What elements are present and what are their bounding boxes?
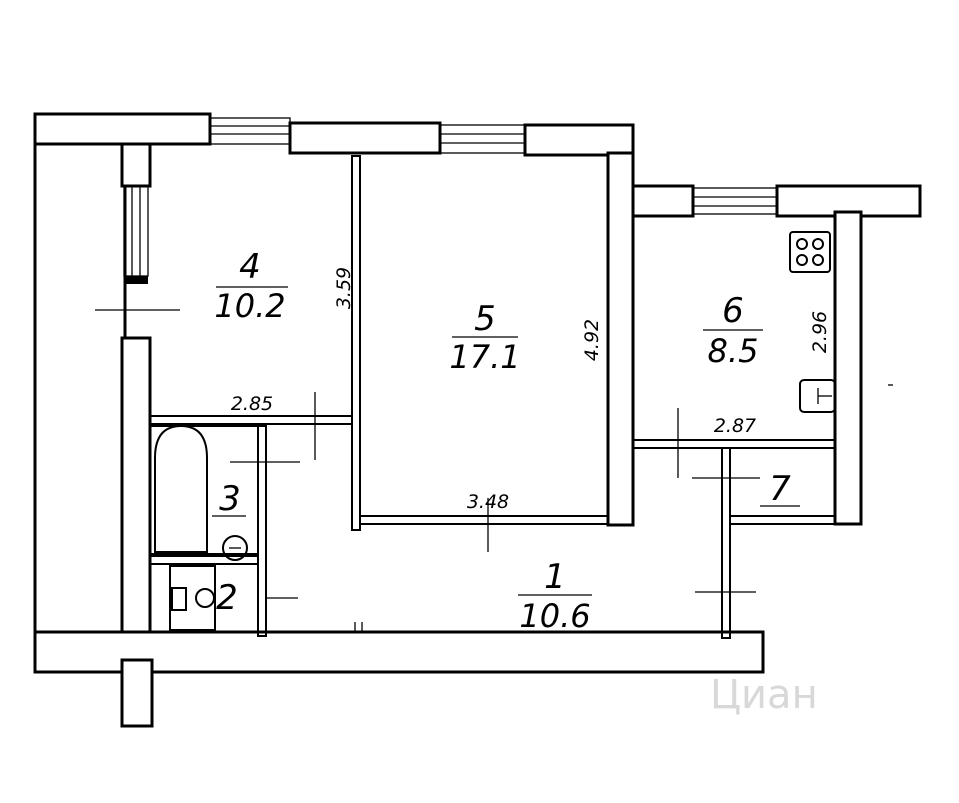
room-label-1: 1 10.6 — [518, 557, 592, 635]
room-number: 4 — [239, 247, 261, 287]
windows — [123, 117, 778, 284]
room-area: 10.6 — [519, 597, 590, 635]
room-label-7: 7 — [760, 469, 800, 509]
room-number: 6 — [722, 291, 744, 331]
interior-walls — [149, 155, 836, 639]
room-number: 1 — [544, 557, 566, 597]
watermark-text: Циан — [710, 672, 818, 718]
fixtures — [149, 231, 836, 631]
room-area: 10.2 — [214, 287, 285, 325]
room5-height-label: 4.92 — [581, 319, 603, 361]
room-label-5: 5 17.1 — [449, 299, 520, 376]
stove-icon — [789, 231, 831, 273]
room6-height-label: 2.96 — [809, 311, 831, 353]
room-label-6: 6 8.5 — [703, 291, 763, 370]
room-number: 5 — [474, 299, 496, 339]
bathtub-icon — [154, 424, 208, 553]
room-area: 17.1 — [449, 338, 520, 376]
exterior-walls — [33, 112, 922, 728]
room-number: 2 — [216, 578, 238, 618]
dimension-lines — [95, 309, 893, 599]
room-label-2: 2 — [216, 578, 238, 618]
sink-icon — [222, 535, 248, 561]
room6-width-label: 2.87 — [714, 415, 756, 437]
room-label-4: 4 10.2 — [214, 247, 288, 325]
room-label-3: 3 — [212, 479, 246, 519]
room-number: 7 — [769, 469, 791, 509]
room4-width-label: 2.85 — [231, 393, 273, 415]
toilet-icon — [169, 565, 216, 631]
room4-height-label: 3.59 — [333, 267, 355, 309]
room-area: 8.5 — [708, 332, 759, 370]
room5-width-label: 3.48 — [467, 491, 509, 513]
kitchen-sink-icon — [799, 379, 836, 413]
room-number: 3 — [219, 479, 241, 519]
